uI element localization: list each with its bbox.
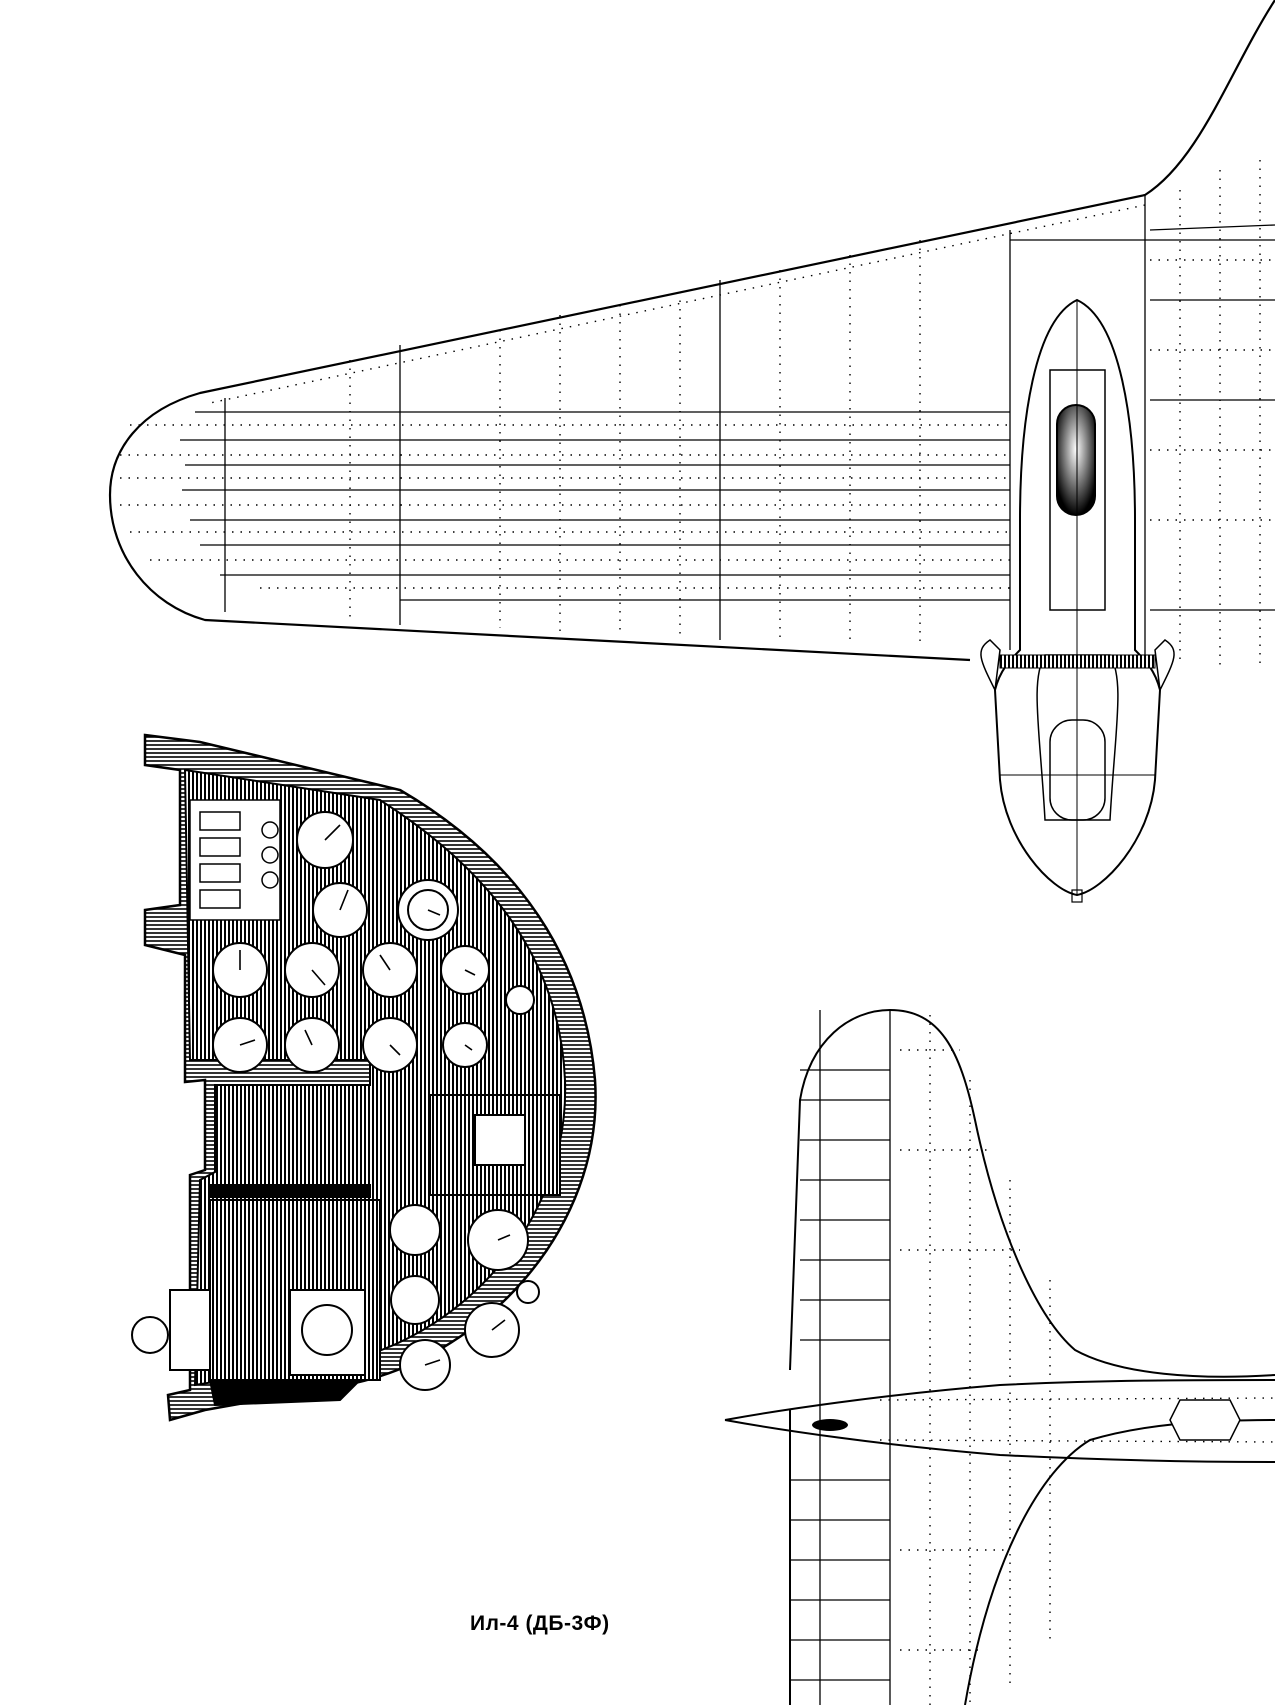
tail-gunner-window — [1169, 1399, 1241, 1441]
gauge-12 — [505, 985, 535, 1015]
wing-rivet-rows — [120, 160, 1275, 665]
gauge-needles — [239, 824, 511, 1366]
switch-block — [189, 799, 281, 921]
engine-nacelle — [980, 298, 1175, 903]
wing-panel-lines — [180, 195, 1275, 665]
fuselage-tail-cone — [724, 1379, 1275, 1463]
drawing-caption: Ил-4 (ДБ-3Ф) — [470, 1612, 610, 1635]
lower-console — [131, 1094, 561, 1407]
gauge-13 — [389, 1204, 441, 1256]
stabilizer-ribs — [790, 1010, 891, 1705]
wing-plan-view — [108, 0, 1275, 903]
cockpit-instrument-panel — [131, 733, 597, 1422]
stabilizer-upper-outline — [789, 1008, 1275, 1378]
wing-outline — [108, 0, 1275, 662]
stabilizer-rivets — [879, 1015, 1275, 1705]
tail-plan-view — [724, 1008, 1275, 1705]
gauge-15 — [390, 1275, 440, 1325]
stabilizer-lower-outline — [789, 1410, 1275, 1705]
gauge-18 — [516, 1280, 540, 1304]
